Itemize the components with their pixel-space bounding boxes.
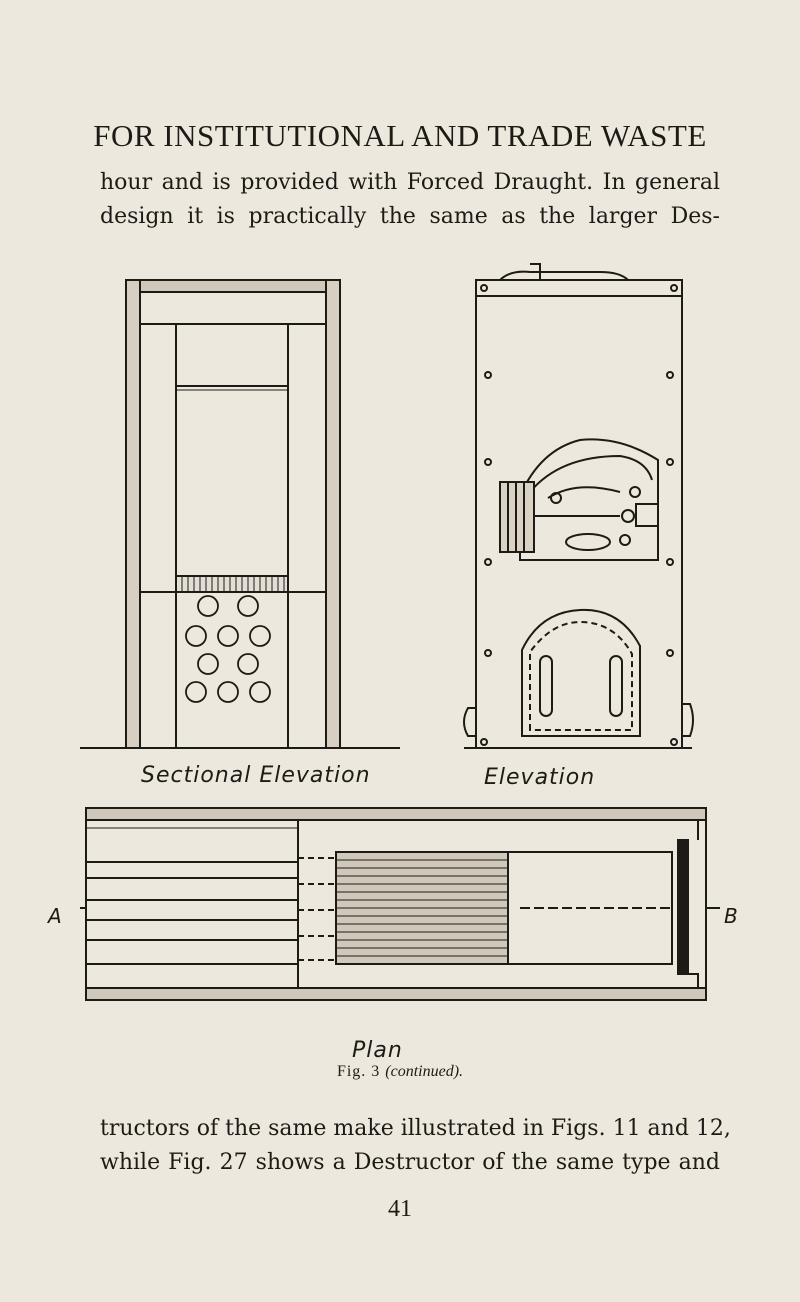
figure-note: (continued).: [385, 1063, 464, 1080]
running-head: FOR INSTITUTIONAL AND TRADE WASTE: [93, 118, 707, 153]
text-line: hour and is provided with Forced Draught…: [100, 170, 720, 195]
paragraph-top: hour and is provided with Forced Draught…: [100, 166, 720, 234]
destructor-figure: [80, 263, 720, 1001]
label-sectional-elevation: Sectional Elevation: [141, 763, 371, 788]
label-elevation: Elevation: [484, 765, 596, 790]
label-plan: Plan: [352, 1038, 403, 1063]
page-number: 41: [388, 1196, 412, 1222]
marker-a: A: [48, 904, 62, 928]
paragraph-bottom: tructors of the same make illustrated in…: [100, 1112, 731, 1180]
figure-caption: Fig. 3 (continued).: [0, 1063, 800, 1081]
figure-number: Fig. 3: [336, 1063, 381, 1080]
plan-drawing: [80, 807, 720, 1001]
text-line: design it is practically the same as the…: [100, 204, 720, 229]
marker-b: B: [724, 904, 738, 928]
elevation-drawing: [463, 263, 694, 749]
text-line: tructors of the same make illustrated in…: [100, 1116, 731, 1141]
text-line: while Fig. 27 shows a Destructor of the …: [100, 1150, 720, 1175]
sectional-elevation-drawing: [80, 279, 400, 749]
